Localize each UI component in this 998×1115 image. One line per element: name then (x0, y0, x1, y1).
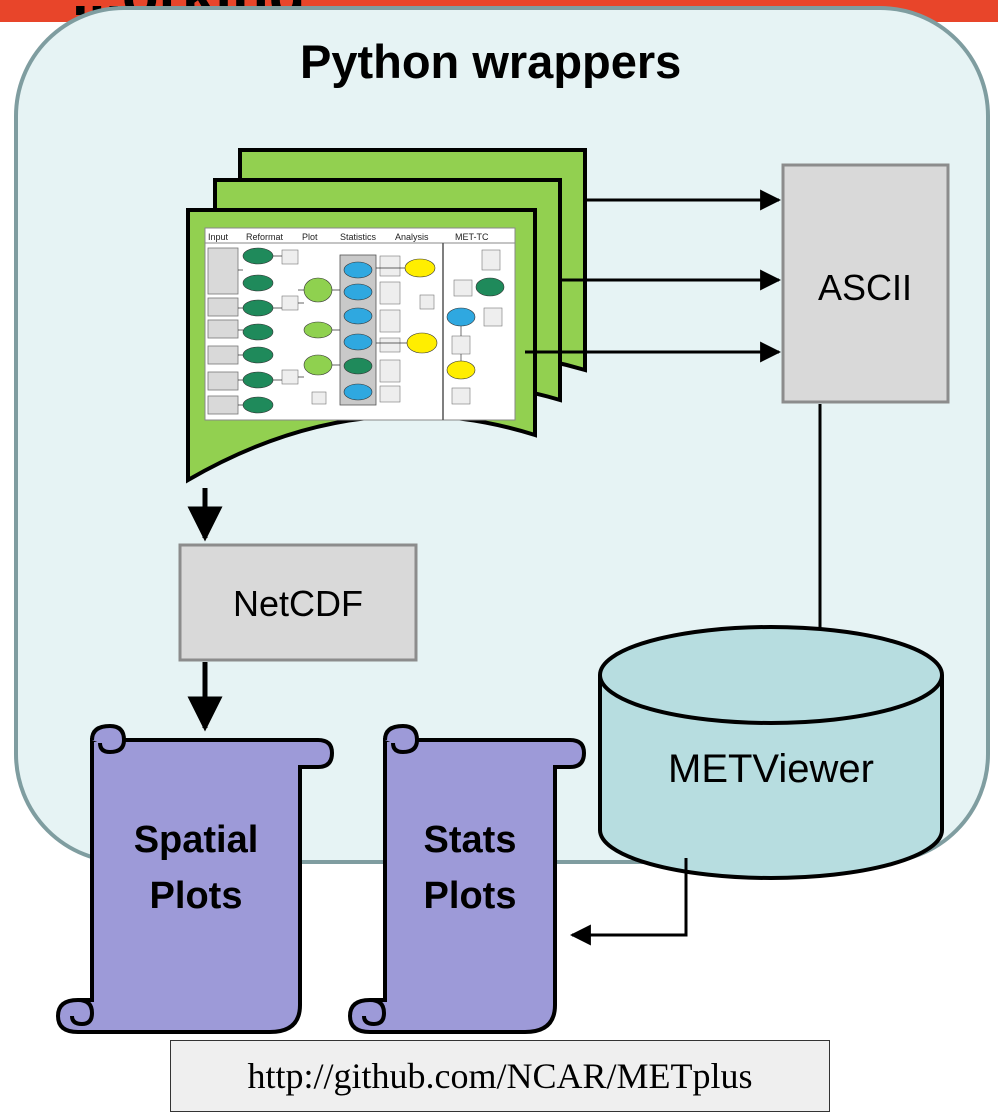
ascii-label: ASCII (818, 267, 912, 308)
url-box: http://github.com/NCAR/METplus (170, 1040, 830, 1112)
arrow-metviewer-to-stats (569, 858, 688, 946)
thumb-col-input: Input (208, 232, 229, 242)
stats-plots-line1: Stats (424, 819, 517, 861)
thumb-col-reformat: Reformat (246, 232, 284, 242)
stats-plots-scroll (347, 723, 587, 1034)
spatial-plots-line1: Spatial (134, 819, 259, 861)
thumb-col-analysis: Analysis (395, 232, 429, 242)
met-document-stack: Input Reformat Plot Statistics Analysis … (186, 148, 587, 484)
spatial-plots-line2: Plots (150, 875, 243, 917)
metviewer-cylinder (598, 625, 944, 880)
panel-title: Python wrappers (300, 35, 682, 88)
thumb-col-plot: Plot (302, 232, 318, 242)
netcdf-box (178, 543, 418, 662)
thumb-col-statistics: Statistics (340, 232, 377, 242)
spatial-plots-scroll (55, 723, 335, 1034)
metplus-url[interactable]: http://github.com/NCAR/METplus (247, 1056, 753, 1096)
ascii-box (781, 163, 950, 404)
met-flowchart-thumbnail: Input Reformat Plot Statistics Analysis … (204, 227, 516, 421)
metviewer-label: METViewer (668, 747, 874, 791)
thumb-col-mettc: MET-TC (455, 232, 489, 242)
netcdf-label: NetCDF (233, 583, 363, 624)
stats-plots-line2: Plots (424, 875, 517, 917)
